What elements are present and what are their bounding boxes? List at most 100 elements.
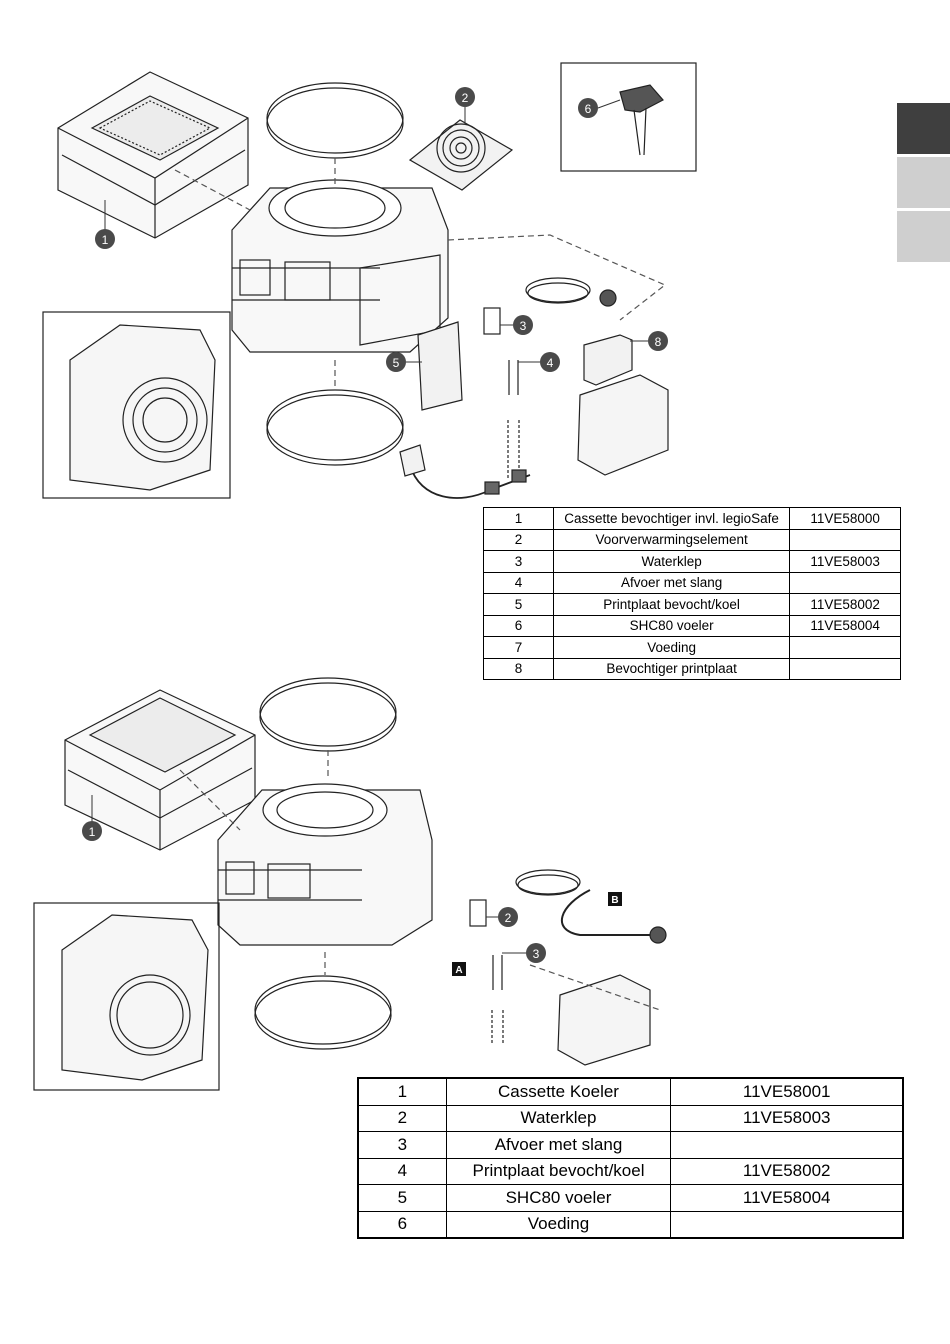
cell-no: 7 (483, 636, 554, 659)
callout-label: 3 (533, 947, 540, 961)
cell-no: 6 (357, 1210, 447, 1239)
connector-tag: A (452, 962, 466, 976)
figure1-plate (577, 374, 669, 476)
chapter-tabs (897, 103, 950, 265)
cell-code: 11VE58001 (670, 1077, 904, 1106)
figure2-lower-ring (254, 975, 392, 1050)
callout-label: 2 (505, 911, 512, 925)
cell-no: 3 (357, 1131, 447, 1159)
cell-code (789, 571, 901, 594)
cell-code (670, 1131, 904, 1159)
figure2-valve-hose (469, 899, 504, 1045)
callout-marker: 1 (95, 200, 115, 249)
cell-no: 4 (357, 1157, 447, 1185)
chapter-tab[interactable] (897, 211, 950, 262)
callout-label: 2 (462, 91, 469, 105)
callout-label: 3 (520, 319, 527, 333)
figure1-dashed-guides (174, 158, 667, 388)
figure2-housing (217, 783, 433, 946)
cell-name: Afvoer met slang (445, 1131, 672, 1159)
figure2-inset-unit (33, 902, 220, 1091)
cell-code (670, 1210, 904, 1239)
figure1-shc80-inset (560, 62, 697, 172)
cell-code: 11VE58002 (789, 593, 901, 616)
callout-label: 1 (102, 233, 109, 247)
callout-marker: 4 (518, 352, 560, 372)
figure1-power-cable (399, 444, 531, 499)
chapter-tab-active[interactable] (897, 103, 950, 154)
cell-name: SHC80 voeler (445, 1184, 672, 1212)
figure2-plate (557, 974, 651, 1066)
cell-no: 1 (357, 1077, 447, 1106)
callout-marker: 6 (578, 98, 621, 118)
callout-marker: 3 (502, 943, 546, 963)
callout-marker: 2 (455, 87, 475, 125)
figure1-housing (231, 179, 449, 353)
callout-label: 5 (393, 356, 400, 370)
cell-name: Voeding (552, 636, 791, 659)
callout-label: 8 (655, 335, 662, 349)
cell-no: 3 (483, 550, 554, 573)
connector-tag: B (608, 892, 622, 906)
figure1-circuit-board (417, 321, 463, 411)
callout-marker: 3 (500, 315, 533, 335)
cell-name: Waterklep (552, 550, 791, 573)
cell-no: 5 (357, 1184, 447, 1212)
figure1-cassette (57, 71, 249, 239)
figure2-dashed-guides (179, 750, 661, 1011)
figure2-callouts: 1 2 3 A B (82, 795, 622, 976)
figure2-upper-ring (259, 677, 397, 752)
cell-code: 11VE58002 (670, 1157, 904, 1185)
figure1-box-8 (583, 334, 633, 386)
figure1-upper-ring (266, 82, 404, 159)
figure2-cassette (64, 689, 256, 851)
cell-name: Printplaat bevocht/koel (445, 1157, 672, 1185)
callout-marker: 2 (486, 907, 518, 927)
figure2-sensor-cable (515, 869, 667, 944)
cell-no: 5 (483, 593, 554, 616)
cell-code: 11VE58003 (789, 550, 901, 573)
chapter-tab[interactable] (897, 157, 950, 208)
cell-name: Voeding (445, 1210, 672, 1239)
figure1-callouts: 1 2 3 4 5 6 8 (95, 87, 668, 372)
cell-code (789, 657, 901, 680)
cell-code: 11VE58003 (670, 1104, 904, 1132)
cell-name: Waterklep (445, 1104, 672, 1132)
connector-tag-label: A (455, 965, 462, 976)
cell-name: Afvoer met slang (552, 571, 791, 594)
figure1-valve-hose (483, 307, 520, 480)
callout-label: 6 (585, 102, 592, 116)
cell-code: 11VE58000 (789, 507, 901, 530)
cell-code (789, 636, 901, 659)
cell-no: 1 (483, 507, 554, 530)
cell-name: Cassette bevochtiger invl. legioSafe (552, 507, 791, 530)
callout-label: 4 (547, 356, 554, 370)
cell-code: 11VE58004 (789, 614, 901, 637)
figure1-preheater (408, 119, 514, 191)
cell-no: 2 (483, 528, 554, 551)
cell-no: 2 (357, 1104, 447, 1132)
callout-label: 1 (89, 825, 96, 839)
cell-code: 11VE58004 (670, 1184, 904, 1212)
cell-name: Voorverwarmingselement (552, 528, 791, 551)
cell-name: Printplaat bevocht/koel (552, 593, 791, 616)
connector-tag-label: B (611, 895, 618, 906)
figure1-lower-ring (266, 389, 404, 466)
cell-no: 6 (483, 614, 554, 637)
callout-marker: 1 (82, 795, 102, 841)
